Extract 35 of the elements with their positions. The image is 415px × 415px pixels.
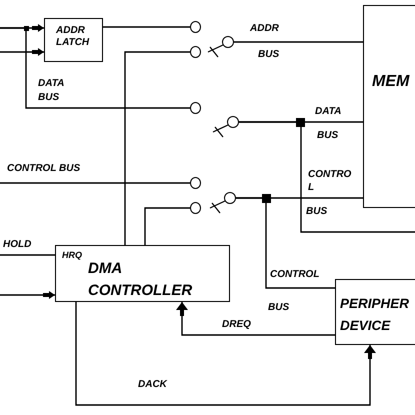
title-text: DMA CONTROLLER bbox=[88, 259, 192, 301]
connector-line bbox=[0, 254, 55, 256]
edge-label: DACK bbox=[138, 379, 167, 391]
title-text: ADDR LATCH bbox=[56, 25, 90, 49]
connector-line bbox=[144, 207, 190, 245]
connector-line bbox=[0, 182, 190, 184]
switch-terminal bbox=[190, 202, 201, 214]
controller-box bbox=[55, 245, 230, 302]
connector-line bbox=[236, 197, 335, 289]
switch-terminal bbox=[190, 21, 201, 33]
title-text: MEM bbox=[372, 72, 410, 92]
switch-terminal bbox=[190, 102, 201, 114]
edge-label: DATA BUS bbox=[38, 78, 64, 104]
title-text: PERIPHER DEVICE bbox=[340, 295, 410, 335]
connector-line bbox=[234, 41, 363, 43]
memory-box bbox=[363, 5, 415, 208]
connector-line bbox=[0, 27, 190, 109]
connector-line bbox=[239, 121, 415, 233]
edge-label: CONTROL BUS bbox=[268, 269, 320, 314]
switch-terminal bbox=[190, 46, 201, 58]
connector-line bbox=[103, 26, 190, 28]
edge-label: DREQ bbox=[222, 319, 251, 331]
edge-label: CONTROL BUS bbox=[7, 163, 80, 175]
edge-label: ADDR BUS bbox=[250, 23, 280, 61]
switch-terminal bbox=[222, 36, 234, 48]
edge-label: DATA BUS bbox=[315, 106, 342, 142]
latch-box bbox=[44, 18, 103, 62]
pin-label: HRQ bbox=[62, 250, 82, 261]
edge-label: HOLD bbox=[3, 239, 32, 251]
switch-terminal bbox=[227, 116, 239, 128]
connector-line bbox=[124, 51, 190, 245]
device-box bbox=[335, 279, 415, 345]
switch-terminal bbox=[224, 192, 236, 204]
switch-terminal bbox=[190, 177, 201, 189]
edge-label: CONTRO L BUS bbox=[306, 169, 352, 218]
